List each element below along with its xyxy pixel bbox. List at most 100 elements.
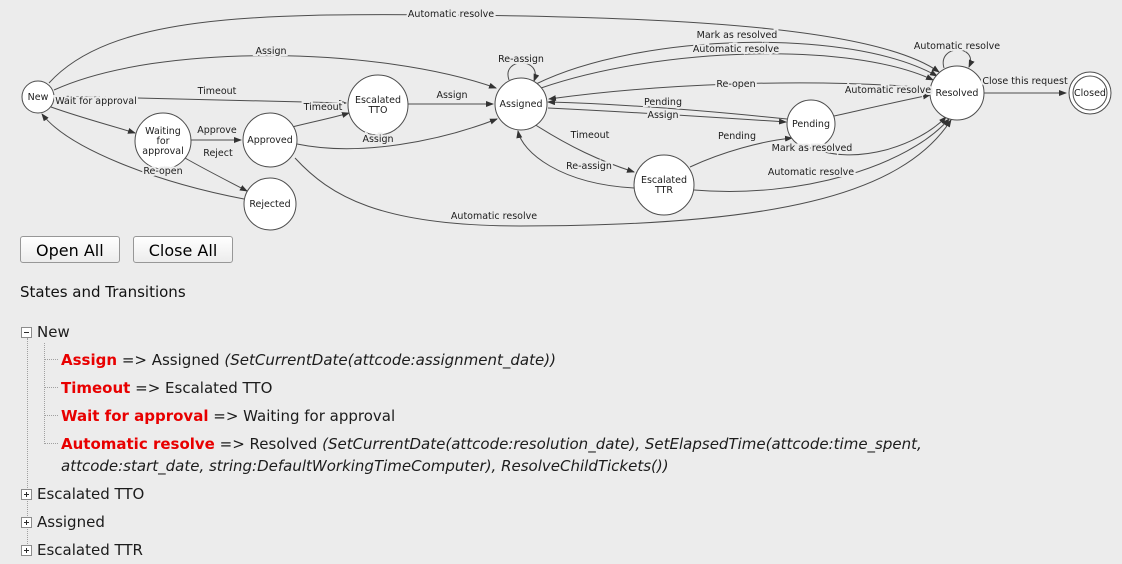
transition-actions: (SetCurrentDate(attcode:assignment_date)… bbox=[224, 351, 556, 369]
transition-name: Automatic resolve bbox=[61, 435, 215, 453]
transition-edge bbox=[547, 99, 788, 120]
transition-label: Timeout bbox=[303, 102, 343, 113]
tree-node-escalated-ttr: Escalated TTR bbox=[18, 536, 1108, 564]
expand-icon[interactable] bbox=[21, 544, 32, 556]
transition-label: Automatic resolve bbox=[451, 211, 537, 222]
state-node-resolved: Resolved bbox=[929, 65, 985, 121]
transition-edges bbox=[41, 14, 1067, 227]
transition-target: Resolved bbox=[249, 435, 318, 453]
transition-label: Timeout bbox=[197, 86, 237, 97]
transition-target: Waiting for approval bbox=[243, 407, 396, 425]
state-machine-svg: New Waiting for approval Approved Reject… bbox=[21, 7, 1112, 231]
transition-edge bbox=[540, 53, 934, 89]
transition-arrow: => bbox=[219, 435, 245, 453]
transition-label: Automatic resolve bbox=[845, 85, 931, 96]
page-title: States and Transitions bbox=[20, 283, 186, 301]
tree-node-label: Escalated TTO bbox=[37, 485, 145, 503]
transition-name: Assign bbox=[61, 351, 118, 369]
state-node-closed: Closed bbox=[1068, 71, 1112, 115]
transition-edge-labels: Automatic resolve Assign Timeout Wait fo… bbox=[53, 7, 1070, 224]
state-node-pending: Pending bbox=[786, 99, 836, 149]
transition-label: Mark as resolved bbox=[772, 143, 853, 154]
state-label: Approved bbox=[247, 135, 293, 146]
tree-node-label: Escalated TTR bbox=[37, 541, 143, 559]
transition-edge bbox=[693, 118, 950, 192]
transition-edge bbox=[184, 157, 248, 192]
state-label: Pending bbox=[792, 119, 830, 130]
transition-edge bbox=[833, 93, 931, 117]
state-label: approval bbox=[142, 146, 183, 157]
transition-label: Reject bbox=[203, 148, 233, 159]
transition-edge bbox=[50, 106, 136, 134]
transition-edge bbox=[548, 82, 931, 102]
state-label: TTR bbox=[654, 185, 673, 196]
state-label: Escalated bbox=[641, 175, 687, 186]
state-node-waiting-for-approval: Waiting for approval bbox=[134, 112, 192, 170]
open-all-button[interactable]: Open All bbox=[20, 236, 120, 263]
transition-label: Assign bbox=[647, 110, 678, 121]
transition-edge bbox=[294, 119, 952, 227]
transition-edge bbox=[53, 55, 497, 91]
transition-name: Wait for approval bbox=[61, 407, 209, 425]
transition-item: Assign => Assigned (SetCurrentDate(attco… bbox=[44, 346, 984, 374]
transition-edge bbox=[48, 14, 940, 84]
transition-label: Automatic resolve bbox=[693, 44, 779, 55]
transition-label: Automatic resolve bbox=[408, 9, 494, 20]
transition-label: Assign bbox=[436, 90, 467, 101]
transition-label: Close this request bbox=[982, 76, 1068, 87]
transition-label: Approve bbox=[197, 125, 237, 136]
transition-label: Automatic resolve bbox=[768, 167, 854, 178]
expand-icon[interactable] bbox=[21, 516, 32, 528]
collapse-icon[interactable] bbox=[21, 326, 32, 338]
states-transitions-tree: New Assign => Assigned (SetCurrentDate(a… bbox=[18, 318, 1108, 564]
state-label: Waiting bbox=[145, 126, 181, 137]
transition-label: Assign bbox=[362, 134, 393, 145]
state-label: for bbox=[156, 136, 169, 147]
transition-edge bbox=[535, 41, 938, 85]
transition-label: Re-assign bbox=[566, 161, 612, 172]
transition-label: Re-assign bbox=[498, 54, 544, 65]
transition-edge bbox=[296, 118, 498, 150]
transition-item: Timeout => Escalated TTO bbox=[44, 374, 984, 402]
transition-edge bbox=[291, 112, 350, 128]
tree-node-new: New bbox=[18, 318, 1108, 346]
transition-name: Timeout bbox=[61, 379, 131, 397]
expand-icon[interactable] bbox=[21, 488, 32, 500]
close-all-button[interactable]: Close All bbox=[132, 236, 234, 263]
transition-arrow: => bbox=[213, 407, 239, 425]
transition-edge bbox=[507, 62, 540, 82]
transition-edge bbox=[811, 116, 947, 156]
state-label: Assigned bbox=[500, 99, 543, 110]
transition-label: Timeout bbox=[570, 130, 610, 141]
tree-connector-line bbox=[27, 338, 28, 550]
transition-label: Assign bbox=[255, 46, 286, 57]
transition-label: Wait for approval bbox=[55, 96, 137, 107]
tree-node-assigned: Assigned bbox=[18, 508, 1108, 536]
transition-item: Automatic resolve => Resolved (SetCurren… bbox=[44, 430, 984, 480]
state-node-rejected: Rejected bbox=[243, 177, 297, 231]
state-node-assigned: Assigned bbox=[494, 77, 548, 131]
transition-label: Pending bbox=[718, 131, 756, 142]
transition-actions: (SetCurrentDate(attcode:resolution_date)… bbox=[61, 435, 922, 475]
state-node-new: New bbox=[21, 80, 55, 114]
transition-label: Automatic resolve bbox=[914, 41, 1000, 52]
state-node-approved: Approved bbox=[242, 112, 298, 168]
tree-toolbar: Open All Close All bbox=[20, 236, 241, 266]
state-label: Escalated bbox=[355, 95, 401, 106]
transition-edge bbox=[53, 95, 347, 106]
state-node-escalated-ttr: Escalated TTR bbox=[633, 154, 695, 216]
state-label: Rejected bbox=[249, 199, 290, 210]
tree-node-new-children: Assign => Assigned (SetCurrentDate(attco… bbox=[44, 343, 984, 480]
state-label: Closed bbox=[1074, 88, 1106, 99]
transition-label: Re-open bbox=[716, 79, 755, 90]
lifecycle-diagram: New Waiting for approval Approved Reject… bbox=[0, 0, 1122, 236]
transition-arrow: => bbox=[135, 379, 161, 397]
transition-edge bbox=[547, 107, 787, 125]
transition-edge bbox=[942, 49, 975, 69]
transition-arrow: => bbox=[121, 351, 147, 369]
transition-edge bbox=[533, 123, 635, 173]
state-label: TTO bbox=[368, 105, 388, 116]
transition-edge bbox=[516, 130, 635, 189]
transition-target: Assigned bbox=[151, 351, 220, 369]
